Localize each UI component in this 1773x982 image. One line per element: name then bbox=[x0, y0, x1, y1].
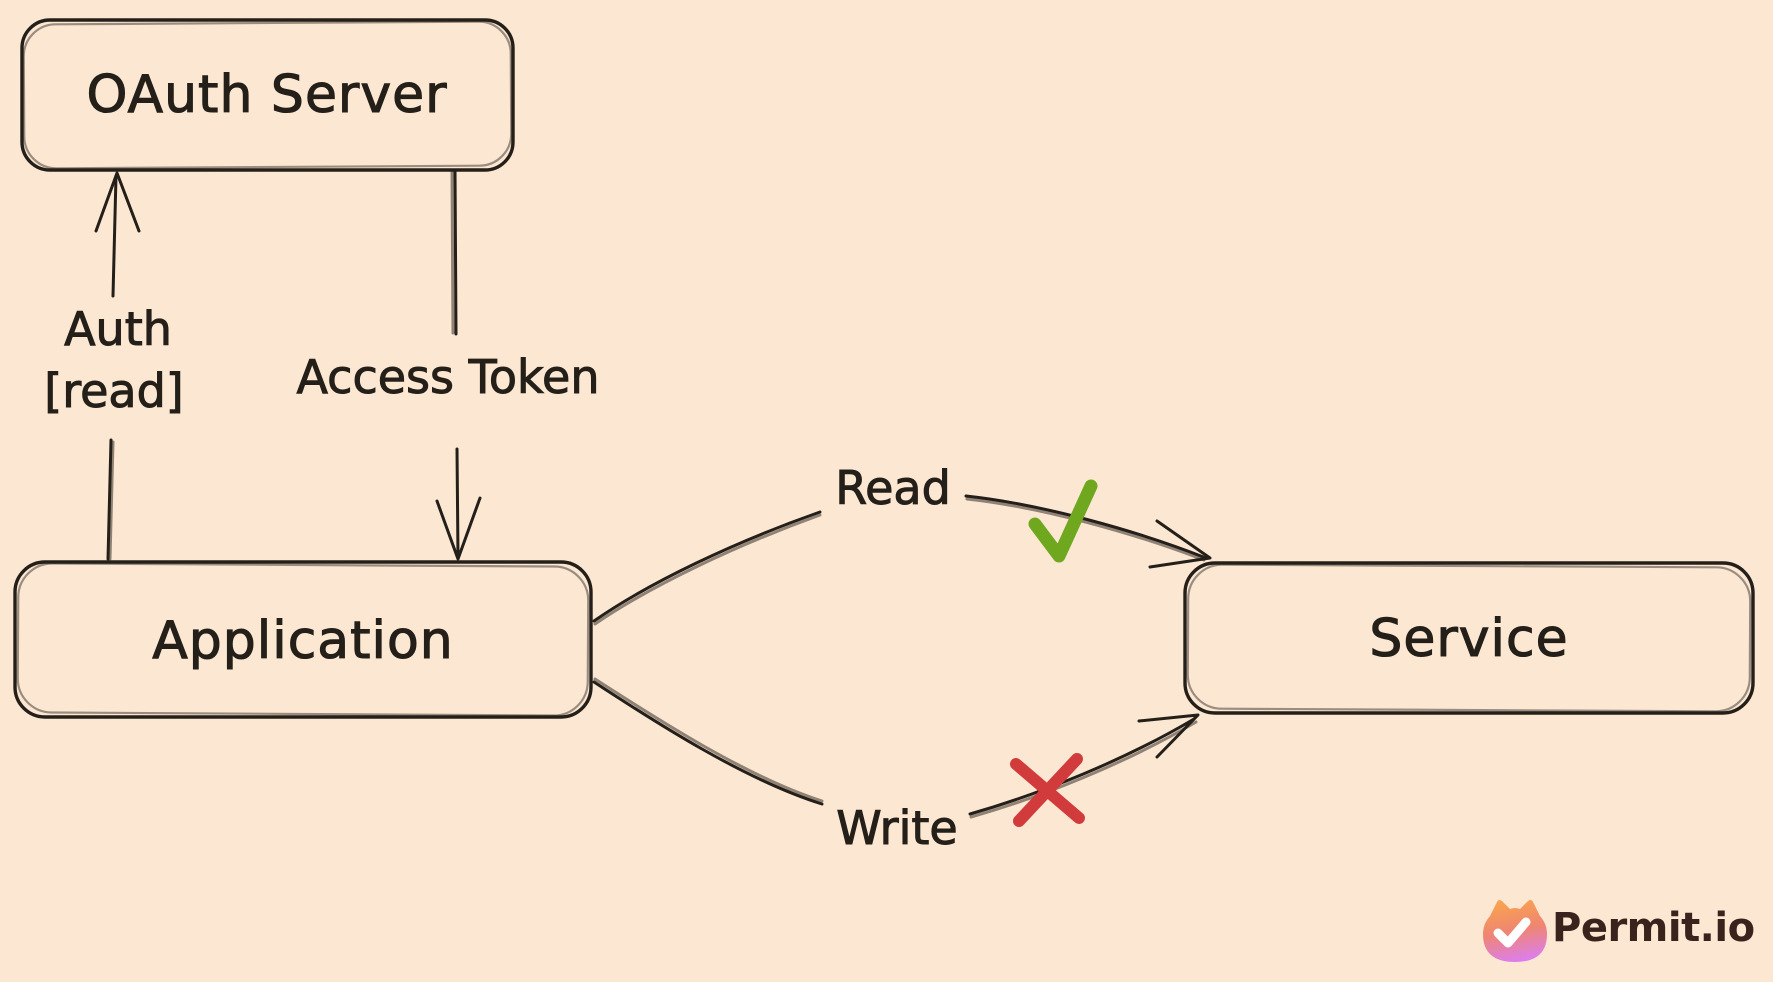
access-token-label: Access Token bbox=[297, 350, 600, 404]
service-label: Service bbox=[1369, 609, 1568, 669]
application-box bbox=[13, 560, 593, 719]
auth-arrow-upper bbox=[111, 174, 118, 298]
write-arrow-left-sketch bbox=[593, 677, 824, 803]
edge-read: Read bbox=[592, 461, 1212, 626]
edge-write: Write bbox=[592, 677, 1200, 856]
service-box bbox=[1183, 561, 1755, 715]
oauth-server-box-sketch bbox=[22, 20, 513, 170]
edge-access-token: Access Token bbox=[296, 168, 600, 561]
access-token-arrow-lower bbox=[455, 447, 460, 558]
oauth-server-box bbox=[20, 18, 515, 172]
auth-arrow-lower bbox=[106, 438, 113, 561]
auth-label-line1: Auth bbox=[64, 302, 172, 356]
write-arrowhead bbox=[1137, 713, 1200, 759]
auth-arrow-lower-sketch bbox=[108, 440, 115, 561]
access-token-arrow-upper-sketch bbox=[450, 169, 455, 335]
read-arrow-right-sketch bbox=[965, 497, 1206, 562]
oauth-server-label: OAuth Server bbox=[87, 65, 448, 125]
write-label: Write bbox=[836, 801, 957, 855]
read-arrow-left-sketch bbox=[593, 513, 822, 626]
check-icon bbox=[1028, 479, 1098, 563]
read-arrow-left bbox=[592, 510, 822, 623]
node-service: Service bbox=[1183, 561, 1755, 715]
access-token-arrow-upper bbox=[453, 168, 458, 336]
brand-logo-text: Permit.io bbox=[1552, 905, 1755, 951]
access-token-arrowhead bbox=[435, 496, 482, 561]
brand-logo: Permit.io bbox=[1483, 900, 1755, 962]
write-arrow-right-sketch bbox=[969, 720, 1198, 819]
read-arrowhead bbox=[1148, 519, 1212, 569]
read-label: Read bbox=[835, 461, 951, 515]
write-arrow-left bbox=[592, 680, 824, 806]
service-box-sketch bbox=[1186, 563, 1752, 713]
node-application: Application bbox=[13, 560, 593, 719]
read-arrow-right bbox=[964, 494, 1208, 560]
application-box-sketch bbox=[16, 562, 590, 717]
application-label: Application bbox=[152, 611, 454, 671]
permit-check-icon bbox=[1493, 917, 1531, 948]
write-arrow-right bbox=[968, 717, 1196, 816]
permit-cat-icon bbox=[1483, 900, 1547, 962]
auth-arrowhead bbox=[94, 171, 141, 233]
auth-label-line2: [read] bbox=[44, 364, 183, 418]
node-oauth-server: OAuth Server bbox=[20, 18, 515, 172]
edge-auth: Auth [read] bbox=[44, 171, 184, 561]
x-icon bbox=[1010, 753, 1085, 827]
